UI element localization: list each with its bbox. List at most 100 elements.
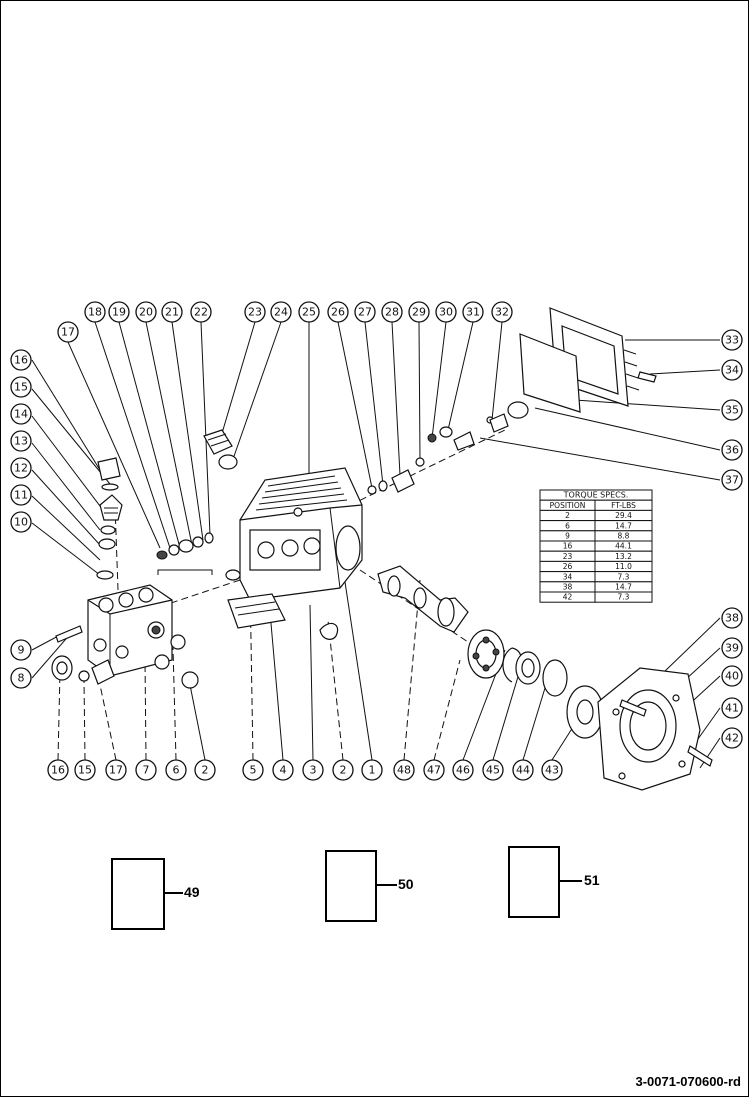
callout-circle (135, 301, 157, 323)
callout-circle (47, 759, 69, 781)
callout-circle (491, 301, 513, 323)
torque-position: 16 (563, 542, 573, 551)
callout-circle (721, 727, 743, 749)
callout-number: 19 (112, 306, 126, 319)
callout-36: 36 (721, 439, 743, 461)
callout-circle (462, 301, 484, 323)
plug-37 (489, 413, 509, 433)
callout-number: 8 (18, 672, 25, 685)
callout-number: 15 (14, 381, 28, 394)
crankshaft (377, 565, 469, 633)
callout-7: 7 (135, 759, 157, 781)
callout-35: 35 (721, 399, 743, 421)
callout-number: 27 (358, 306, 372, 319)
callout-circle (381, 301, 403, 323)
callout-1: 1 (361, 759, 383, 781)
gasket-35 (519, 333, 581, 413)
callout-46: 46 (452, 759, 474, 781)
callout-number: 5 (250, 764, 257, 777)
callout-22: 22 (190, 301, 212, 323)
callout-number: 16 (14, 354, 28, 367)
callout-18: 18 (84, 301, 106, 323)
callout-44: 44 (512, 759, 534, 781)
callout-number: 17 (109, 764, 123, 777)
callout-number: 45 (486, 764, 500, 777)
callout-37: 37 (721, 469, 743, 491)
callout-number: 38 (725, 612, 739, 625)
callout-circle (10, 430, 32, 452)
callout-21: 21 (161, 301, 183, 323)
callout-17: 17 (105, 759, 127, 781)
torque-position: 26 (563, 562, 573, 571)
screw-34 (637, 371, 657, 383)
callout-45: 45 (482, 759, 504, 781)
callout-number: 39 (725, 642, 739, 655)
torque-value: 13.2 (615, 552, 632, 561)
part-box-51-leader (558, 880, 582, 882)
callout-number: 34 (725, 364, 739, 377)
part-box-49 (111, 858, 165, 930)
callout-number: 14 (14, 408, 28, 421)
callout-38: 38 (721, 607, 743, 629)
callout-number: 15 (78, 764, 92, 777)
callout-15: 15 (74, 759, 96, 781)
cover-43 (566, 685, 604, 739)
plug-23 (203, 429, 233, 455)
callout-circle (190, 301, 212, 323)
part-box-51 (508, 846, 560, 918)
callout-circle (721, 607, 743, 629)
callout-circle (721, 637, 743, 659)
callout-number: 48 (397, 764, 411, 777)
seal-kit-small (156, 532, 214, 560)
o-ring-44 (542, 659, 568, 697)
callout-25: 25 (298, 301, 320, 323)
callout-circle (721, 399, 743, 421)
callout-circle (10, 639, 32, 661)
callout-number: 1 (369, 764, 376, 777)
bolt-38 (619, 699, 647, 717)
drawing-code: 3-0071-070600-rd (635, 1074, 741, 1089)
callout-circle (332, 759, 354, 781)
callout-circle (135, 759, 157, 781)
callout-24: 24 (270, 301, 292, 323)
callout-circle (10, 376, 32, 398)
seal-24 (218, 454, 238, 470)
torque-position: 42 (563, 593, 573, 602)
flange-40 (597, 667, 701, 791)
callout-5: 5 (242, 759, 264, 781)
part-box-51-label: 51 (584, 872, 600, 888)
callout-circle (10, 457, 32, 479)
torque-title: TORQUE SPECS. (563, 491, 629, 500)
valve-stack (96, 457, 123, 580)
callout-number: 43 (545, 764, 559, 777)
callout-circle (541, 759, 563, 781)
callout-circle (423, 759, 445, 781)
callout-number: 44 (516, 764, 530, 777)
callout-number: 2 (202, 764, 209, 777)
torque-value: 44.1 (615, 542, 632, 551)
part-box-50-leader (375, 884, 397, 886)
callout-circle (165, 759, 187, 781)
torque-value: 7.3 (618, 593, 630, 602)
callout-circle (408, 301, 430, 323)
callout-28: 28 (381, 301, 403, 323)
callout-14: 14 (10, 403, 32, 425)
callout-circle (298, 301, 320, 323)
callout-circle (10, 511, 32, 533)
callout-13: 13 (10, 430, 32, 452)
callout-circle (57, 321, 79, 343)
callout-8: 8 (10, 667, 32, 689)
callout-47: 47 (423, 759, 445, 781)
callout-circle (721, 665, 743, 687)
callout-23: 23 (244, 301, 266, 323)
callout-number: 13 (14, 435, 28, 448)
callout-number: 22 (194, 306, 208, 319)
part-box-49-leader (163, 892, 183, 894)
torque-row-cell (594, 591, 653, 603)
callout-number: 4 (280, 764, 287, 777)
callout-10: 10 (10, 511, 32, 533)
callout-number: 26 (331, 306, 345, 319)
torque-value: 29.4 (615, 511, 632, 520)
callout-19: 19 (108, 301, 130, 323)
